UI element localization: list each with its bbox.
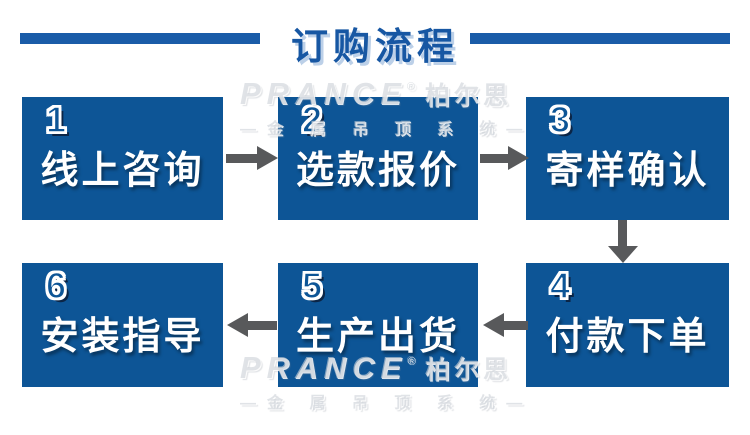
arrow-stem bbox=[226, 154, 258, 163]
step-number: 6 bbox=[45, 264, 67, 307]
step-label: 付款下单 bbox=[545, 316, 710, 358]
step-number: 4 bbox=[549, 264, 571, 307]
arrow-head bbox=[508, 146, 529, 170]
step-box-4: 4 付款下单 bbox=[526, 263, 729, 387]
arrow-stem bbox=[618, 220, 627, 247]
arrow-head bbox=[257, 146, 278, 170]
step-box-3: 3 寄样确认 bbox=[526, 97, 729, 220]
step-box-1: 1 线上咨询 bbox=[22, 97, 223, 220]
step-box-6: 6 安装指导 bbox=[22, 263, 223, 387]
step-number: 1 bbox=[45, 98, 67, 141]
step-label: 线上咨询 bbox=[40, 150, 205, 192]
step-label: 安装指导 bbox=[40, 316, 205, 358]
page-title: 订购流程 bbox=[291, 26, 459, 67]
registered-mark: ® bbox=[406, 81, 416, 93]
step-label: 寄样确认 bbox=[545, 150, 710, 192]
brand-tagline: —金 属 吊 顶 系 统— bbox=[240, 395, 534, 412]
step-number: 2 bbox=[301, 98, 323, 141]
step-label: 选款报价 bbox=[295, 150, 460, 192]
title-left-bar bbox=[20, 33, 260, 44]
arrow-stem bbox=[247, 321, 277, 330]
step-box-2: 2 选款报价 bbox=[278, 97, 478, 220]
title-right-bar bbox=[470, 33, 730, 44]
arrow-head bbox=[608, 246, 638, 263]
arrow-stem bbox=[480, 154, 509, 163]
arrow-head bbox=[483, 313, 504, 337]
step-number: 3 bbox=[549, 98, 571, 141]
step-label: 生产出货 bbox=[295, 316, 460, 358]
step-number: 5 bbox=[301, 264, 323, 307]
arrow-stem bbox=[503, 321, 528, 330]
step-box-5: 5 生产出货 bbox=[278, 263, 478, 387]
arrow-head bbox=[227, 313, 248, 337]
